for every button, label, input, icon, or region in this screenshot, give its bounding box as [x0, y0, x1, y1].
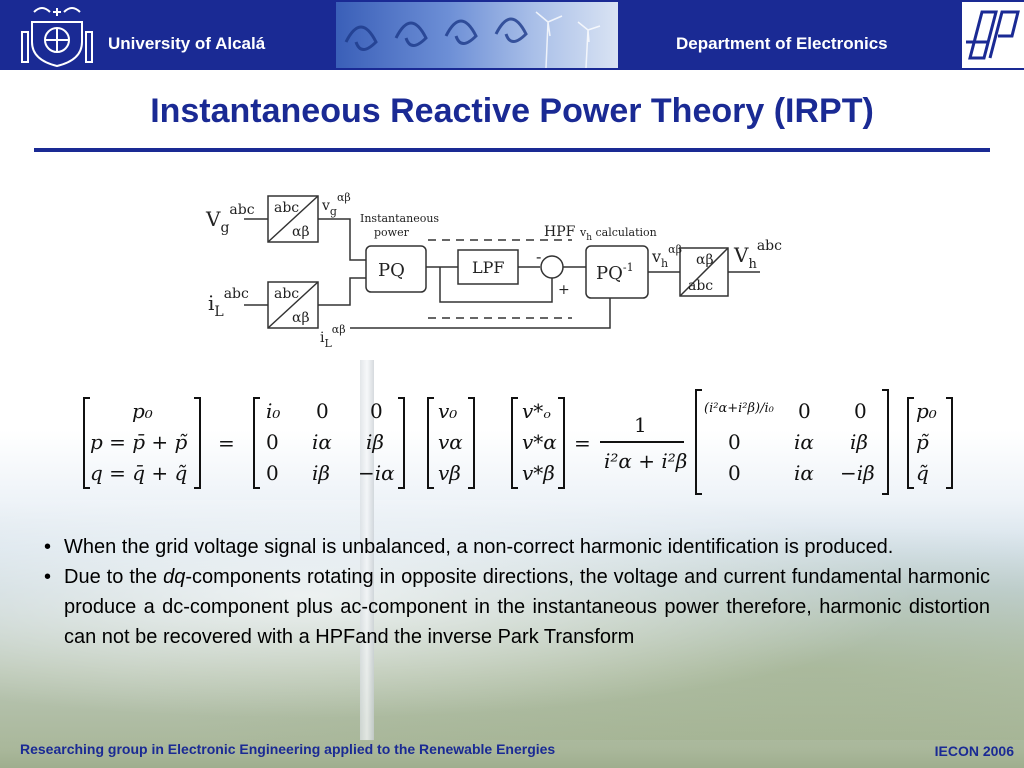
v1-row-3: vβ [438, 461, 461, 485]
lhs1-row-2: p = p̄ + p̃ [90, 430, 188, 454]
university-name: University of Alcalá [108, 34, 266, 53]
bracket-left-1 [83, 397, 90, 489]
header-image-band [336, 2, 618, 68]
m1-r3c2: iβ [312, 461, 330, 485]
v2-row-3: q̃ [916, 461, 929, 485]
lhs1-row-3: q = q̄ + q̃ [90, 461, 187, 485]
equals-sign-2: = [574, 431, 591, 455]
m2-r2c2: iα [794, 430, 814, 454]
department-logo-icon [962, 2, 1024, 68]
slide-title: Instantaneous Reactive Power Theory (IRP… [150, 92, 874, 130]
department-name: Department of Electronics [676, 34, 888, 53]
out-block-top: αβ [696, 252, 714, 268]
vh-alphabeta-label: vhαβ [651, 243, 682, 270]
m2-r1c1: (i²α+i²β)/i₀ [704, 401, 775, 416]
m1-r2c1: 0 [266, 430, 279, 454]
bullet-2-emphasis: dq [163, 566, 186, 588]
bullet-2-body: -components rotating in opposite directi… [64, 566, 991, 648]
pq-inverse-label: PQ-1 [596, 261, 634, 284]
lhs1-row-1: p₀ [132, 399, 153, 423]
m1-r1c3: 0 [370, 399, 383, 423]
lhs2-row-2: v*α [522, 430, 557, 454]
title-underline [34, 148, 990, 152]
m2-r3c3: −iβ [840, 461, 875, 485]
lpf-label: LPF [472, 258, 505, 277]
vg-block-bottom: αβ [292, 224, 310, 240]
fraction-numerator: 1 [634, 413, 647, 437]
m2-r2c3: iβ [850, 430, 868, 454]
slide-header: University of Alcalá Department of Elect… [0, 0, 1024, 70]
summing-junction [540, 255, 564, 279]
m2-r3c1: 0 [728, 461, 741, 485]
out-block-bottom: abc [688, 278, 713, 294]
m1-r1c1: i₀ [266, 399, 280, 423]
m1-r1c2: 0 [316, 399, 329, 423]
bullet-item-1: When the grid voltage signal is unbalanc… [44, 532, 990, 562]
hpf-label: HPF [544, 224, 576, 240]
m1-r3c3: −iα [358, 461, 395, 485]
v2-row-2: p̃ [916, 430, 929, 454]
bullet-list: When the grid voltage signal is unbalanc… [44, 532, 990, 652]
il-block-bottom: αβ [292, 310, 310, 326]
pq-block [365, 245, 427, 293]
m1-r3c1: 0 [266, 461, 279, 485]
m2-r2c1: 0 [728, 430, 741, 454]
minus-sign: - [536, 247, 541, 266]
vg-label: Vgabc [205, 202, 255, 236]
m1-r2c3: iβ [366, 430, 384, 454]
vg-block-top: abc [274, 200, 299, 216]
v2-row-1: p₀ [916, 399, 937, 423]
bullet-2-prefix: Due to the [64, 566, 164, 588]
v1-row-2: vα [438, 430, 463, 454]
fraction-denominator: i²α + i²β [604, 449, 687, 473]
lhs2-row-3: v*β [522, 461, 555, 485]
v1-row-1: v₀ [438, 399, 457, 423]
university-crest-icon [21, 7, 93, 68]
pq-label: PQ [378, 260, 405, 281]
il-label: iLabc [208, 286, 249, 320]
irpt-block-diagram: Vgabc iLabc abc αβ abc αβ vgαβ iLαβ Inst… [205, 191, 782, 350]
m2-r1c3: 0 [854, 399, 867, 423]
bracket-right-1 [194, 397, 201, 489]
il-block-top: abc [274, 286, 299, 302]
footer-research-group: Researching group in Electronic Engineer… [20, 741, 556, 757]
m2-r3c2: iα [794, 461, 814, 485]
vg-alphabeta-label: vgαβ [321, 191, 351, 218]
inst-power-label-2: power [374, 226, 410, 239]
equals-sign-1: = [218, 431, 235, 455]
inst-power-label-1: Instantaneous [360, 212, 439, 225]
bullet-item-2: Due to the dq-components rotating in opp… [44, 562, 990, 652]
il-alphabeta-label: iLαβ [320, 323, 346, 350]
plus-sign: + [558, 282, 570, 298]
footer-conference: IECON 2006 [934, 743, 1014, 759]
vh-output-label: Vhabc [733, 238, 782, 272]
vh-calc-label: vh calculation [579, 226, 657, 243]
lhs2-row-1: v*ₒ [522, 399, 551, 423]
m2-r1c2: 0 [798, 399, 811, 423]
irpt-matrix-equations: p₀ p = p̄ + p̃ q = q̄ + q̃ = i₀ 0 0 0 iα… [83, 389, 953, 495]
m1-r2c2: iα [312, 430, 332, 454]
